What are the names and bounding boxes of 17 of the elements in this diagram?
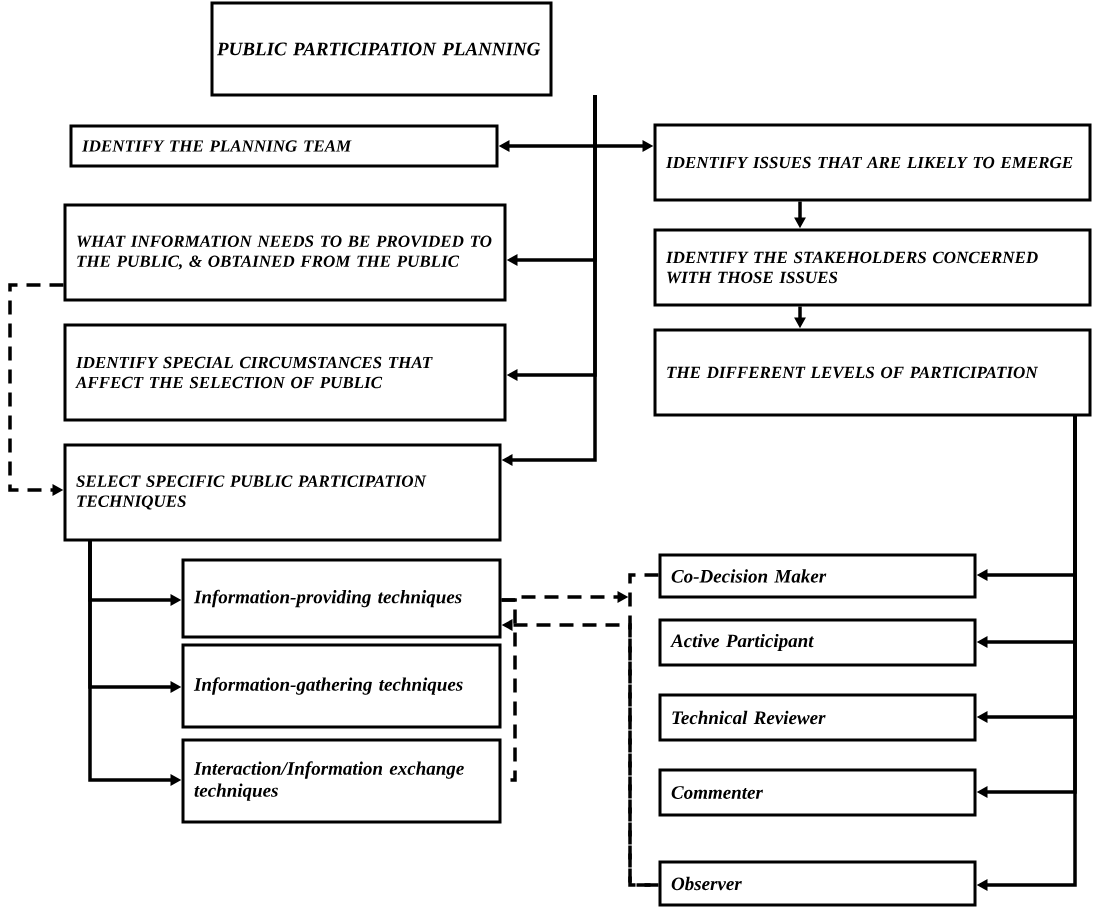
process-box: Co-Decision Maker xyxy=(658,553,977,599)
process-box: Active Participant xyxy=(658,618,977,667)
process-box: Technical Reviewer xyxy=(658,693,977,742)
process-box: Interaction/Information exchange techniques xyxy=(181,738,502,824)
process-box: Information-gathering techniques xyxy=(181,643,502,729)
process-box: WHAT INFORMATION NEEDS TO BE PROVIDED TO THE PUBLIC, & OBTAINED FROM THE PUBLIC xyxy=(63,203,507,302)
process-box: Information-providing techniques xyxy=(181,558,502,639)
process-box: Observer xyxy=(658,860,977,907)
process-box: IDENTIFY THE PLANNING TEAM xyxy=(69,124,499,168)
process-box: IDENTIFY ISSUES THAT ARE LIKELY TO EMERGE xyxy=(653,123,1092,202)
process-box: IDENTIFY THE STAKEHOLDERS CONCERNED WITH THOSE ISSUES xyxy=(653,228,1092,307)
process-box: Commenter xyxy=(658,768,977,817)
process-box: THE DIFFERENT LEVELS OF PARTICIPATION xyxy=(653,328,1092,417)
title-box: PUBLIC PARTICIPATION PLANNING xyxy=(210,1,553,97)
process-box: SELECT SPECIFIC PUBLIC PARTICIPATION TECHNIQUES xyxy=(63,443,502,542)
dashed-bracket xyxy=(628,573,659,887)
process-box: IDENTIFY SPECIAL CIRCUMSTANCES THAT AFFECT THE SELECTION OF PUBLIC xyxy=(63,323,507,422)
